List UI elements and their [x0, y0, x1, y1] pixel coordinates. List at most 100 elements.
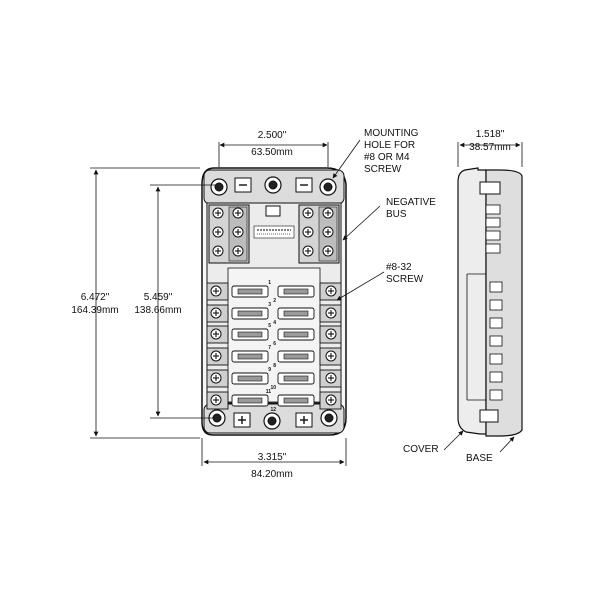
side-bus-tooth-2	[485, 217, 501, 228]
bottom-width-inches: 3.315"	[258, 452, 287, 463]
label-screw-2: SCREW	[386, 274, 424, 285]
side-terminal-tooth-1	[489, 281, 503, 293]
fuse-number-8: 8	[273, 363, 276, 369]
label-negative-bus-1: NEGATIVE	[386, 197, 436, 208]
terminal-screw-left-1	[210, 285, 222, 297]
fuse-5	[231, 328, 269, 341]
side-terminal-tooth-3	[489, 317, 503, 329]
fuse-11	[231, 394, 269, 407]
top-width-inches: 2.500"	[258, 130, 287, 141]
positive-symbol-left	[233, 412, 251, 428]
dimension-lines	[90, 142, 523, 466]
label-screw-1: #8-32	[386, 262, 412, 273]
fuse-number-7: 7	[268, 345, 271, 351]
side-bus-tooth-4	[485, 243, 501, 254]
fuse-2	[277, 285, 315, 298]
overall-height-mm: 164.39mm	[71, 305, 118, 316]
fuse-number-2: 2	[273, 298, 276, 304]
terminal-row-2	[206, 304, 342, 323]
terminal-screw-left-2	[210, 307, 222, 319]
label-mounting-4: SCREW	[364, 164, 402, 175]
fuse-12	[277, 394, 315, 407]
terminal-rows	[206, 282, 342, 410]
side-depth-mm: 38.57mm	[469, 142, 511, 153]
side-terminals	[485, 204, 503, 401]
fuse-8	[277, 350, 315, 363]
fuse-number-6: 6	[273, 341, 276, 347]
side-terminal-tooth-4	[489, 335, 503, 347]
label-negative-bus-2: BUS	[386, 209, 407, 220]
inner-height-inches: 5.459"	[144, 292, 173, 303]
negative-symbol-right	[295, 177, 313, 193]
fuse-number-1: 1	[268, 280, 271, 286]
terminal-row-4	[206, 347, 342, 366]
leader-negative-bus	[342, 205, 381, 241]
leader-base	[499, 436, 515, 453]
fuse-number-3: 3	[268, 302, 271, 308]
negative-symbol-left	[234, 177, 252, 193]
bus-screw-left-inner-3	[232, 245, 244, 257]
side-depth-inches: 1.518"	[476, 129, 505, 140]
label-mounting-2: HOLE FOR	[364, 140, 415, 151]
callout-labels: MOUNTING HOLE FOR #8 OR M4 SCREW NEGATIV…	[364, 128, 493, 464]
fuse-number-5: 5	[268, 323, 271, 329]
fuse-4	[277, 307, 315, 320]
side-bottom-notch	[479, 409, 499, 423]
bus-screw-left-outer-3	[212, 245, 224, 257]
bus-screw-right-inner-2	[322, 226, 334, 238]
terminal-symbols	[233, 177, 313, 428]
bus-screw-left-outer-1	[212, 207, 224, 219]
indicator-window	[265, 205, 281, 217]
mounting-hole-bottom-right	[320, 409, 338, 427]
side-bus-tooth-3	[485, 230, 501, 241]
leader-cover	[443, 430, 464, 451]
bus-screw-left-inner-2	[232, 226, 244, 238]
terminal-screw-right-6	[325, 394, 337, 406]
label-base: BASE	[466, 453, 493, 464]
terminal-screw-right-4	[325, 350, 337, 362]
label-mounting-3: #8 OR M4	[364, 152, 410, 163]
fuse-9	[231, 372, 269, 385]
mounting-holes	[208, 176, 338, 430]
terminal-screw-right-2	[325, 307, 337, 319]
fuse-number-4: 4	[273, 320, 276, 326]
mounting-hole-top-right	[319, 178, 337, 196]
terminal-screw-right-1	[325, 285, 337, 297]
top-width-mm: 63.50mm	[251, 147, 293, 158]
side-terminal-tooth-5	[489, 353, 503, 365]
positive-symbol-right	[295, 412, 313, 428]
leader-lines	[332, 139, 515, 453]
terminal-screw-left-3	[210, 328, 222, 340]
fuse-number-9: 9	[268, 367, 271, 373]
fuse-1	[231, 285, 269, 298]
terminal-row-3	[206, 325, 342, 344]
inner-height-mm: 138.66mm	[134, 305, 181, 316]
terminal-screw-left-6	[210, 394, 222, 406]
mounting-hole-bottom-center	[263, 412, 281, 430]
fuse-3	[231, 307, 269, 320]
terminal-row-1	[206, 282, 342, 301]
label-mounting-1: MOUNTING	[364, 128, 419, 139]
terminal-screw-right-3	[325, 328, 337, 340]
bus-screw-right-outer-1	[302, 207, 314, 219]
bottom-width-mm: 84.20mm	[251, 469, 293, 480]
bus-screw-left-inner-1	[232, 207, 244, 219]
terminal-row-6	[206, 391, 342, 410]
overall-height-inches: 6.472"	[81, 292, 110, 303]
bus-screw-right-outer-3	[302, 245, 314, 257]
bus-screw-right-inner-1	[322, 207, 334, 219]
dimension-labels: 2.500" 63.50mm 6.472" 164.39mm 5.459" 13…	[71, 129, 510, 480]
fuse-6	[277, 328, 315, 341]
terminal-row-5	[206, 369, 342, 388]
leader-screw	[336, 271, 385, 301]
fuse-number-10: 10	[270, 385, 276, 391]
fuse-number-11: 11	[266, 389, 272, 395]
terminal-screw-left-5	[210, 372, 222, 384]
side-terminal-tooth-6	[489, 371, 503, 383]
logo-mark	[253, 225, 295, 239]
side-bus-tooth-1	[485, 204, 501, 215]
terminal-screw-right-5	[325, 372, 337, 384]
